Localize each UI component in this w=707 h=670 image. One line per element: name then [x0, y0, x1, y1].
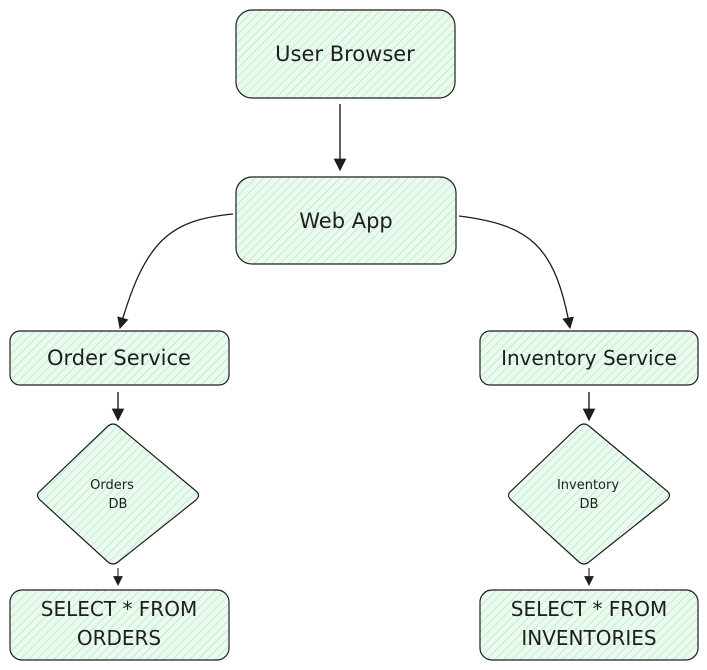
order-service-label: Order Service: [47, 346, 191, 370]
node-inventory-db[interactable]: Inventory DB: [507, 423, 671, 565]
node-inventory-service[interactable]: Inventory Service: [479, 330, 699, 386]
edges: [111, 104, 596, 586]
web-app-label: Web App: [299, 209, 393, 233]
node-order-service[interactable]: Order Service: [9, 330, 230, 386]
edge-web-app-to-inventory-service: [458, 215, 574, 330]
orders-query-line1: SELECT * FROM: [41, 597, 197, 621]
node-web-app[interactable]: Web App: [235, 176, 457, 265]
edge-web-app-to-order-service: [117, 213, 234, 330]
inventory-db-label-line1: Inventory: [557, 478, 619, 493]
node-orders-db[interactable]: Orders DB: [36, 423, 200, 565]
inventory-service-label: Inventory Service: [501, 346, 677, 370]
inventories-query-line1: SELECT * FROM: [511, 597, 667, 621]
user-browser-label: User Browser: [275, 42, 415, 66]
node-inventories-query[interactable]: SELECT * FROM INVENTORIES: [479, 589, 699, 661]
orders-query-line2: ORDERS: [77, 626, 161, 650]
inventory-db-label-line2: DB: [580, 497, 599, 512]
node-orders-query[interactable]: SELECT * FROM ORDERS: [9, 589, 230, 661]
orders-db-label-line1: Orders: [90, 478, 134, 493]
node-user-browser[interactable]: User Browser: [235, 9, 456, 99]
orders-db-label-line2: DB: [109, 497, 128, 512]
inventories-query-line2: INVENTORIES: [521, 626, 656, 650]
